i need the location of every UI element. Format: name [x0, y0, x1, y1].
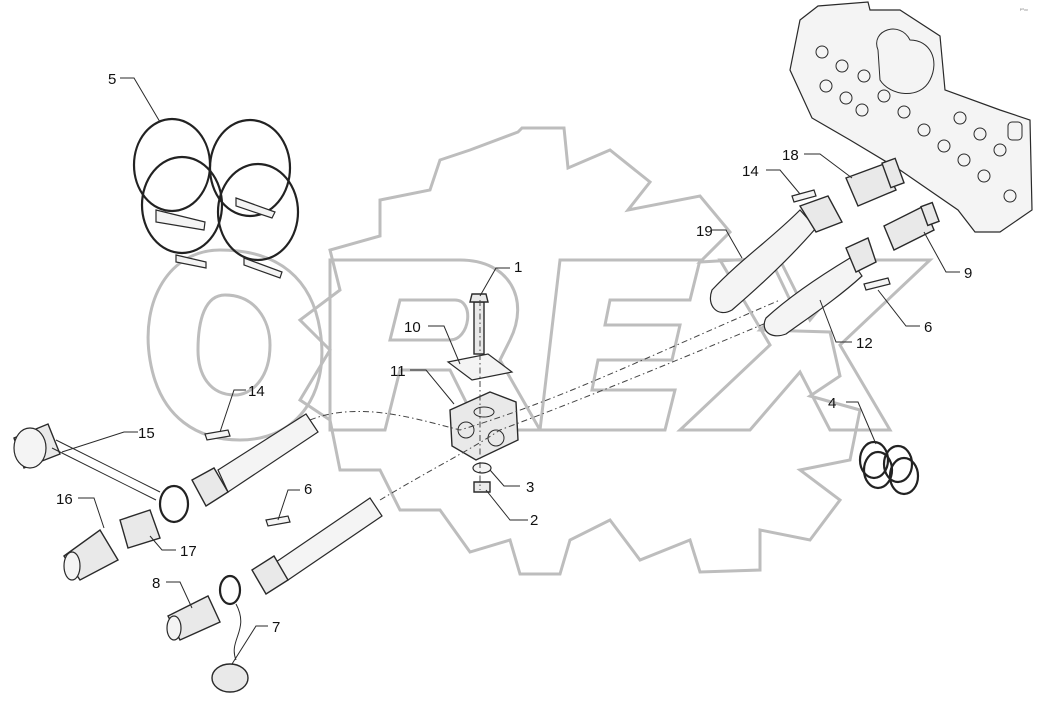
callout-17: 17	[180, 543, 197, 560]
hose-tags	[204, 189, 891, 527]
callout-1: 1	[514, 259, 522, 276]
callout-9: 9	[964, 265, 972, 282]
callout-16: 16	[56, 491, 73, 508]
bolt-1	[473, 301, 485, 355]
callout-15: 15	[138, 425, 155, 442]
o-rings-4	[858, 440, 920, 496]
callout-8: 8	[152, 575, 160, 592]
hose-right-19	[709, 195, 843, 314]
watermark-logo	[146, 248, 934, 442]
callout-7: 7	[272, 619, 280, 636]
leader-lines	[61, 77, 960, 665]
fitting-18	[845, 157, 905, 207]
callout-14-left: 14	[248, 383, 265, 400]
coupling-8	[166, 595, 221, 641]
callouts: 1 2 3 4 5 6 6 7 8 9 10 11 12 14 14 15 16…	[56, 71, 972, 636]
callout-6-right: 6	[924, 319, 932, 336]
corner-mark: ᴾ°ᵒᵒ	[1020, 8, 1028, 14]
hose-left-upper	[191, 413, 319, 507]
callout-18: 18	[782, 147, 799, 164]
callout-19: 19	[696, 223, 713, 240]
nipple-17	[119, 509, 161, 549]
clamp-block	[446, 293, 519, 493]
cap-7	[211, 574, 249, 693]
watermark-gear	[297, 126, 862, 576]
routing-lines	[309, 299, 821, 501]
callout-3: 3	[526, 479, 534, 496]
plate-10	[446, 353, 514, 381]
hose-left-lower	[251, 497, 383, 595]
bracket-plate	[789, 1, 1033, 233]
callout-6-left: 6	[304, 481, 312, 498]
callout-10: 10	[404, 319, 421, 336]
dust-cap-15	[13, 423, 190, 524]
callout-2: 2	[530, 512, 538, 529]
nut-2	[473, 481, 491, 493]
callout-12: 12	[856, 335, 873, 352]
hose-clamps	[132, 117, 300, 279]
callout-14-right: 14	[742, 163, 759, 180]
coupling-16	[63, 528, 119, 581]
callout-5: 5	[108, 71, 116, 88]
callout-4: 4	[828, 395, 836, 412]
hose-right-12	[763, 237, 877, 337]
fitting-9	[883, 201, 940, 251]
block-11	[449, 391, 519, 461]
washer-3	[472, 462, 492, 474]
callout-11: 11	[390, 363, 406, 380]
